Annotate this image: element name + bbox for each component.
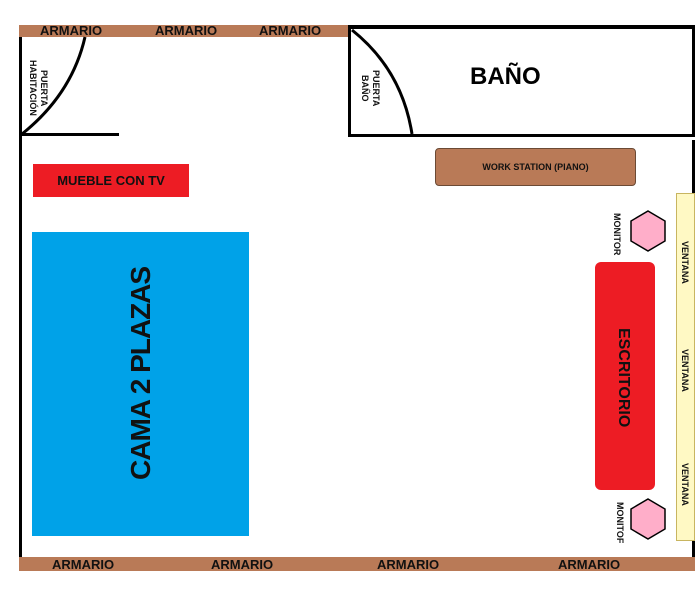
bed-label: CAMA 2 PLAZAS xyxy=(125,266,156,480)
armario-bottom-label-2: ARMARIO xyxy=(211,557,274,572)
wall-bedroom-entry xyxy=(19,133,119,136)
monitor-top-label: MONITOR xyxy=(612,212,622,256)
monitor-bottom-icon xyxy=(630,498,666,540)
window-label-2: VENTANA xyxy=(680,348,690,392)
armario-bottom-bar xyxy=(19,557,695,571)
armario-top-bar xyxy=(19,25,348,37)
workstation-label: WORK STATION (PIANO) xyxy=(482,162,589,172)
wall-bathroom-bottom xyxy=(348,134,695,137)
bathroom-label: BAÑO xyxy=(470,63,541,90)
desk xyxy=(595,262,655,490)
monitor-bottom-label: MONITOF xyxy=(615,502,625,544)
armario-top-label-2: ARMARIO xyxy=(155,23,218,38)
bedroom-door-arc xyxy=(21,36,87,136)
bedroom-door-label: PUERTA HABITACIÓN xyxy=(28,60,49,116)
wall-left xyxy=(19,37,22,557)
tv-unit: MUEBLE CON TV xyxy=(33,164,189,197)
tv-unit-label: MUEBLE CON TV xyxy=(57,173,165,188)
armario-top-label-3: ARMARIO xyxy=(259,23,322,38)
window-strip xyxy=(676,193,695,541)
armario-bottom-label-3: ARMARIO xyxy=(377,557,440,572)
armario-bottom-label-1: ARMARIO xyxy=(52,557,115,572)
monitor-top-icon xyxy=(630,210,666,252)
armario-top-label-1: ARMARIO xyxy=(40,23,103,38)
window-label-3: VENTANA xyxy=(680,462,690,506)
bathroom-door-label: PUERTA BAÑO xyxy=(360,69,381,107)
workstation: WORK STATION (PIANO) xyxy=(435,148,636,186)
armario-bottom-label-4: ARMARIO xyxy=(558,557,621,572)
wall-bathroom-right xyxy=(692,25,695,137)
wall-bathroom-top xyxy=(348,25,695,29)
bathroom-door-arc xyxy=(351,28,414,135)
bed xyxy=(32,232,249,536)
wall-bathroom-left xyxy=(348,25,351,137)
desk-label: ESCRITORIO xyxy=(615,328,632,428)
window-label-1: VENTANA xyxy=(680,240,690,284)
